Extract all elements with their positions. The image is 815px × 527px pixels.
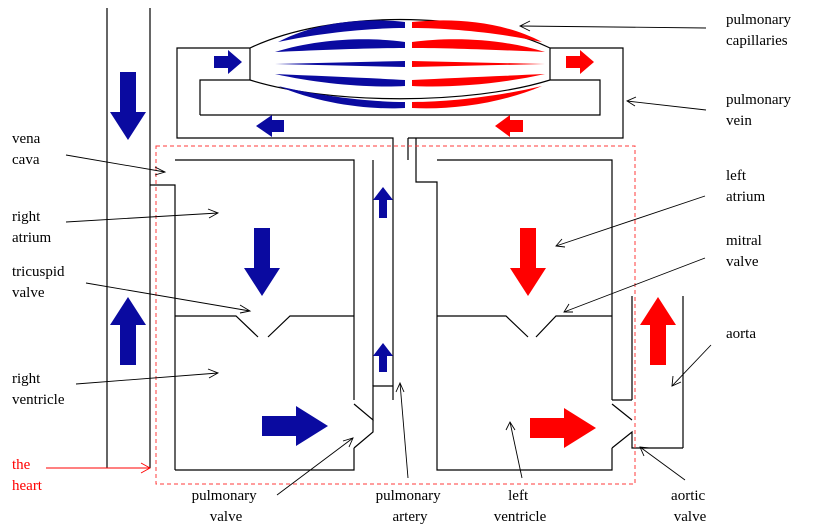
pointer-head-left-ventricle: [505, 421, 516, 431]
pulmonary-valve-lower: [353, 420, 374, 449]
arrow-pulmonary-artery-up-lower: [373, 343, 393, 372]
arrow-into-capillaries: [214, 50, 242, 74]
arrow-aorta-up: [640, 297, 676, 365]
pointer-tricuspid: [85, 282, 251, 312]
pulmonary-capillary-bundle: [249, 48, 551, 80]
pointer-head-pulmonary-valve: [342, 437, 354, 448]
label-mitral-valve: mitral valve: [726, 233, 766, 270]
pointer-head-capillaries: [518, 20, 531, 32]
pointer-aorta: [671, 344, 712, 387]
pulmonary-valve-upper: [353, 385, 393, 422]
arrow-out-of-capillaries: [566, 50, 594, 74]
capillary-blue-5: [278, 86, 405, 109]
right-ventricle-floor: [175, 448, 355, 471]
pointer-right-atrium: [65, 212, 219, 223]
pulmonary-loop-inner: [199, 79, 601, 116]
arrow-left-atrium-down: [510, 228, 546, 296]
vessel-walls: [106, 8, 684, 471]
right-atrium-wall: [150, 159, 355, 470]
pointer-left-atrium: [555, 195, 706, 247]
label-aortic-valve: aortic valve: [671, 488, 709, 525]
label-right-ventricle: right ventricle: [12, 371, 65, 408]
pointer-head-mitral: [563, 303, 573, 313]
capillary-blue-2: [275, 39, 405, 52]
arrow-pulmonary-vein-left: [495, 115, 523, 137]
label-pulmonary-artery: pulmonary artery: [376, 488, 445, 525]
capillary-blue-1: [278, 20, 405, 42]
tricuspid-valve-shape: [175, 315, 354, 338]
mitral-valve-shape: [437, 315, 612, 338]
pointer-head-right-atrium: [207, 208, 220, 219]
arrow-right-ventricle-out: [262, 406, 328, 446]
pointer-right-ventricle: [75, 372, 219, 385]
pointer-head-right-ventricle: [207, 368, 220, 379]
pointer-head-left-atrium: [555, 238, 566, 248]
pointer-pulmonary-valve: [276, 437, 354, 496]
pulmonary-loop-outer: [176, 18, 624, 160]
arrow-vena-cava-down: [110, 72, 146, 140]
label-pointers: [46, 25, 712, 496]
capillary-blue-3: [275, 61, 405, 67]
arrows-oxygenated: [495, 50, 676, 448]
pointer-left-ventricle: [509, 421, 523, 479]
pointer-capillaries: [519, 25, 707, 29]
pointer-head-pulmonary-artery: [395, 381, 405, 393]
pointer-heads: [140, 20, 682, 474]
label-left-atrium: left atrium: [726, 168, 765, 205]
pointer-head-aortic-valve: [639, 446, 650, 457]
capillary-red-3: [412, 61, 545, 67]
label-right-atrium: right atrium: [12, 209, 51, 246]
capillary-red-2: [412, 39, 545, 52]
pointer-head-aorta: [671, 375, 682, 387]
arrow-left-ventricle-out: [530, 408, 596, 448]
pointer-head-tricuspid: [239, 304, 252, 314]
label-tricuspid-valve: tricuspid valve: [12, 264, 68, 301]
pointer-pulmonary-vein: [626, 100, 707, 111]
label-aorta: aorta: [726, 326, 756, 342]
label-vena-cava: vena cava: [12, 131, 44, 168]
capillary-red-4: [412, 74, 545, 87]
arrow-pulmonary-artery-up-upper: [373, 187, 393, 218]
labels: pulmonary capillaries pulmonary vein ven…: [12, 12, 795, 525]
aortic-valve-shape: [611, 399, 683, 449]
capillary-blue-4: [275, 74, 405, 87]
pointer-head-vena-cava: [154, 166, 167, 176]
arrow-vena-cava-up: [110, 297, 146, 365]
label-pulmonary-vein: pulmonary vein: [726, 92, 795, 129]
capillaries-red: [412, 20, 545, 109]
pointer-pulmonary-artery: [399, 382, 409, 479]
label-left-ventricle: left ventricle: [494, 488, 547, 525]
left-atrium-wall: [415, 138, 613, 471]
capillaries-blue: [275, 20, 405, 109]
arrow-right-atrium-down: [244, 228, 280, 296]
arrow-pulmonary-return-blue: [256, 115, 284, 137]
pointer-mitral: [563, 257, 706, 313]
label-the-heart: the heart: [12, 457, 43, 494]
label-pulmonary-capillaries: pulmonary capillaries: [726, 12, 795, 49]
capillary-red-1: [412, 20, 542, 42]
left-atrium-top: [437, 159, 613, 400]
pointer-head-pulmonary-vein: [626, 96, 637, 107]
pointer-head-the-heart: [140, 462, 151, 474]
pointer-vena-cava: [65, 154, 166, 173]
label-pulmonary-valve: pulmonary valve: [192, 488, 261, 525]
arrows-deoxygenated: [110, 50, 393, 446]
capillary-red-5: [412, 86, 542, 109]
heart-boundary: [155, 145, 636, 485]
pointer-aortic-valve: [639, 446, 686, 481]
